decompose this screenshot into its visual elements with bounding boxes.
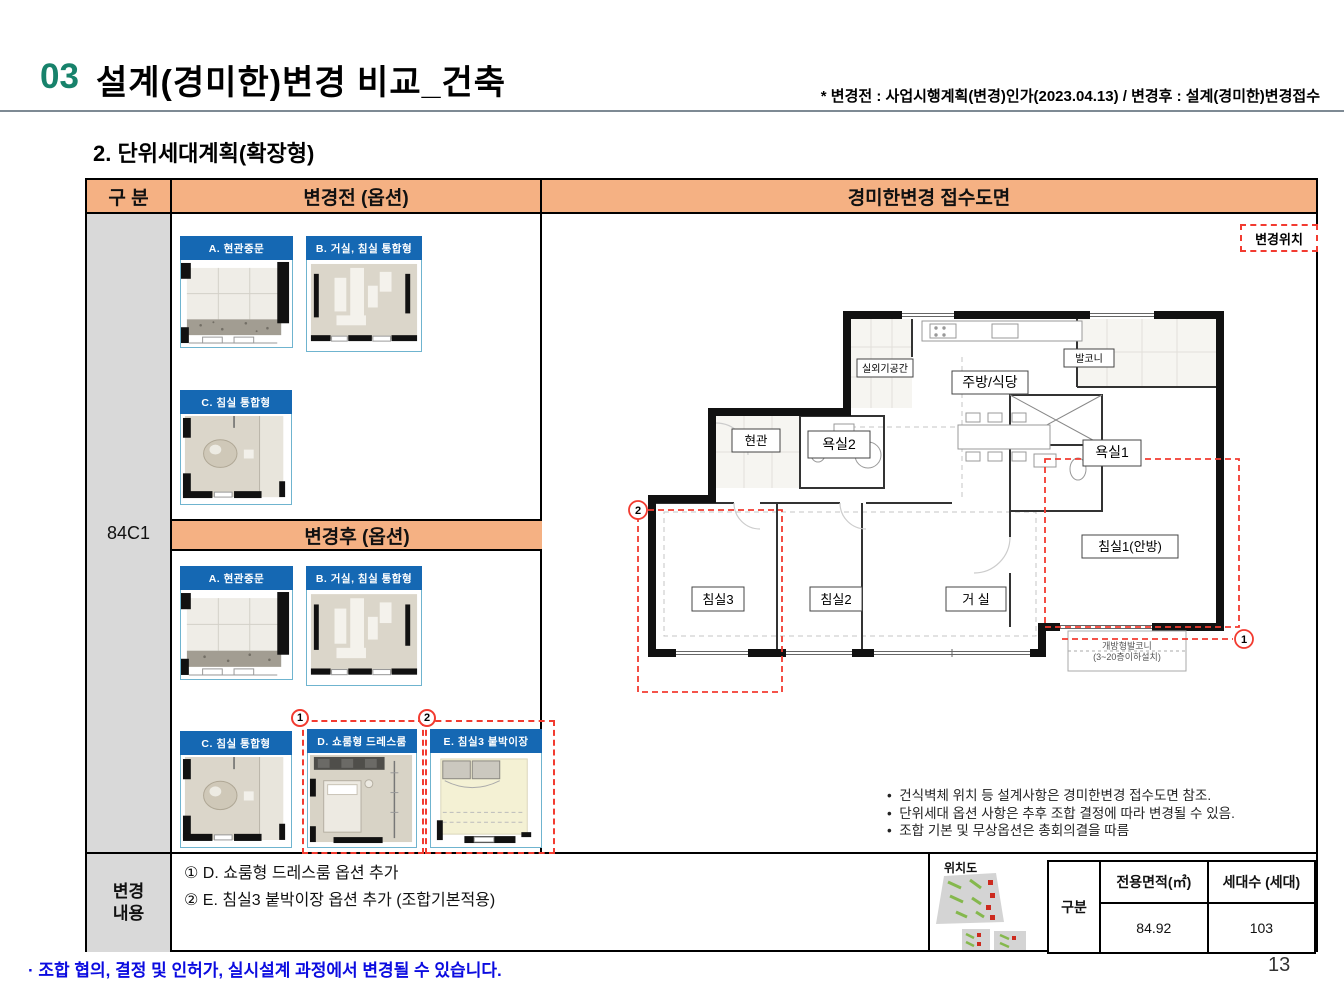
- option-before-c-image: [180, 414, 292, 505]
- page-number: 13: [1268, 954, 1291, 976]
- open-balcony-note-line2: (3~20층이하설치): [1093, 651, 1161, 662]
- slide-number-prefix: 03: [40, 57, 79, 96]
- spec-gubun-cell: 구분: [1047, 860, 1101, 954]
- option-after-b: B. 거실, 침실 통합형: [306, 566, 422, 686]
- room-label-outdoor-unit: 실외기공간: [862, 363, 908, 375]
- note-item: • 단위세대 옵션 사항은 추후 조합 결정에 따라 변경될 수 있음.: [887, 805, 1235, 821]
- option-label: A. 현관중문: [180, 236, 293, 260]
- section-title: 2. 단위세대계획(확장형): [93, 141, 315, 166]
- column-header-plan: 경미한변경 접수도면: [542, 180, 1316, 214]
- option-before-a-image: [180, 260, 293, 348]
- open-balcony-note-line1: 개방형발코니: [1102, 641, 1152, 651]
- option-label: C. 침실 통합형: [180, 390, 292, 414]
- option-label: A. 현관중문: [180, 566, 293, 590]
- change-label-line2: 내용: [112, 904, 145, 923]
- column-header-gubun: 구 분: [87, 180, 172, 214]
- svg-text:2: 2: [635, 505, 641, 517]
- column-header-before: 변경전 (옵션): [172, 180, 542, 214]
- room-label-living: 거 실: [962, 592, 990, 607]
- change-content-cell: ① D. 쇼룸형 드레스룸 옵션 추가 ② E. 침실3 붙박이장 옵션 추가 …: [172, 852, 930, 952]
- option-d-change-box: [302, 720, 424, 854]
- location-map-graphic: [936, 873, 1026, 950]
- spec-area-header: 전용면적(㎡): [1098, 860, 1209, 904]
- marker-1-badge: 1: [291, 709, 309, 727]
- header-note: * 변경전 : 사업시행계획(변경)인가(2023.04.13) / 변경후 :…: [820, 88, 1320, 105]
- footer-note: · 조합 협의, 결정 및 인허가, 실시설계 과정에서 변경될 수 있습니다.: [28, 961, 502, 980]
- plan-change-box-2: [637, 509, 783, 693]
- unit-code: 84C1: [106, 522, 151, 543]
- plan-change-box-1: [1044, 458, 1240, 628]
- plan-notes: • 건식벽체 위치 등 설계사항은 경미한변경 접수도면 참조. • 단위세대 …: [887, 787, 1235, 840]
- option-label: E. 침실3 붙박이장: [430, 729, 542, 753]
- room-label-entrance: 현관: [744, 434, 768, 448]
- summary-cell: 위치도 구분: [930, 852, 1317, 954]
- option-label: B. 거실, 침실 통합형: [306, 566, 422, 590]
- room-label-bedroom3: 침실3: [702, 592, 733, 607]
- note-item: • 조합 기본 및 무상옵션은 총회의결을 따름: [887, 823, 1130, 838]
- change-content-label-cell: 변경 내용: [87, 852, 172, 952]
- plan-column: 변경위치: [542, 214, 1318, 852]
- change-label-line1: 변경: [112, 882, 145, 901]
- spec-units-value: 103: [1206, 902, 1317, 954]
- header-divider: [0, 110, 1344, 112]
- option-before-b: B. 거실, 침실 통합형: [306, 236, 422, 352]
- room-label-kitchen: 주방/식당: [962, 374, 1018, 390]
- spec-table: 구분 전용면적(㎡) 세대수 (세대) 84.92 103: [1047, 860, 1317, 954]
- plan-marker-2: 2: [628, 500, 648, 520]
- note-item: • 건식벽체 위치 등 설계사항은 경미한변경 접수도면 참조.: [887, 788, 1212, 803]
- change-item-1: ① D. 쇼룸형 드레스룸 옵션 추가: [184, 865, 399, 882]
- option-before-a: A. 현관중문: [180, 236, 293, 348]
- options-column: A. 현관중문 B. 거실, 침실 통합형: [172, 214, 555, 854]
- room-label-bath1: 욕실1: [1095, 444, 1129, 460]
- room-label-bath2: 욕실2: [822, 436, 856, 452]
- option-label: D. 쇼룸형 드레스룸: [307, 729, 417, 753]
- spec-units-header: 세대수 (세대): [1206, 860, 1317, 904]
- change-location-badge: 변경위치: [1240, 224, 1318, 252]
- option-before-c: C. 침실 통합형: [180, 390, 292, 505]
- option-after-e: E. 침실3 붙박이장: [430, 729, 542, 848]
- option-after-d-image: [307, 753, 417, 848]
- option-e-change-box: [425, 720, 555, 854]
- option-after-a: A. 현관중문: [180, 566, 293, 680]
- comparison-table: 구 분 변경전 (옵션) 경미한변경 접수도면 84C1 A. 현관중문: [85, 178, 1318, 954]
- after-options-header: 변경후 (옵션): [172, 519, 542, 551]
- option-label: C. 침실 통합형: [180, 731, 292, 755]
- room-label-balcony: 발코니: [1075, 353, 1103, 365]
- option-after-c: C. 침실 통합형: [180, 731, 292, 848]
- unit-code-cell: 84C1: [87, 214, 172, 852]
- change-item-2: ② E. 침실3 붙박이장 옵션 추가 (조합기본적용): [184, 892, 496, 909]
- room-label-bedroom1: 침실1(안방): [1098, 539, 1162, 554]
- room-label-bedroom2: 침실2: [820, 592, 851, 607]
- location-map-label: 위치도: [944, 861, 978, 875]
- option-after-a-image: [180, 590, 293, 680]
- svg-text:1: 1: [1241, 634, 1247, 646]
- floor-plan: 개방형발코니 (3~20층이하설치) 1 2: [628, 311, 1254, 693]
- spec-area-value: 84.92: [1098, 902, 1209, 954]
- plan-marker-1: 1: [1234, 629, 1254, 649]
- page-title: 설계(경미한)변경 비교_건축: [96, 64, 507, 102]
- option-after-b-image: [306, 590, 422, 686]
- option-after-d: D. 쇼룸형 드레스룸: [307, 729, 417, 848]
- option-after-e-image: [430, 753, 542, 848]
- option-label: B. 거실, 침실 통합형: [306, 236, 422, 260]
- option-before-b-image: [306, 260, 422, 352]
- marker-2-badge: 2: [418, 709, 436, 727]
- option-after-c-image: [180, 755, 292, 848]
